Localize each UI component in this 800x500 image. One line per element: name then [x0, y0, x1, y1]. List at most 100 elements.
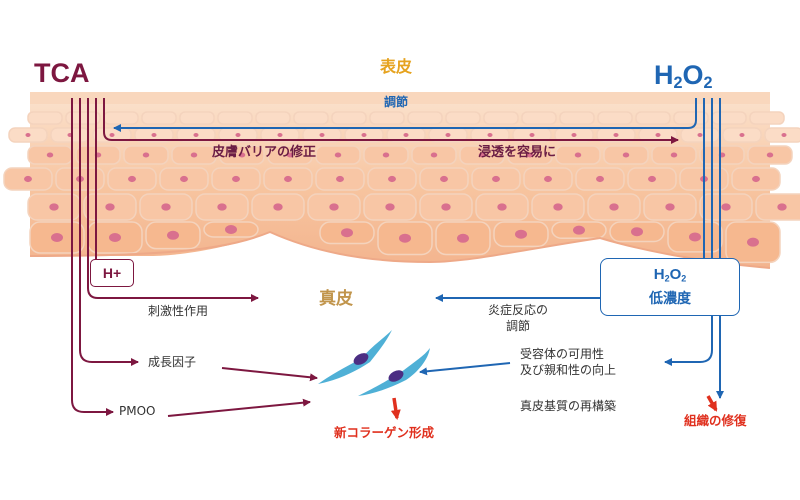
epidermis-layer [3, 92, 800, 269]
h2o2-line-1 [113, 98, 697, 132]
epidermis-cell [749, 111, 785, 125]
cell-nucleus [529, 133, 535, 137]
cell-nucleus [232, 175, 240, 183]
fibroblast-1 [318, 330, 392, 384]
cell-nucleus [553, 203, 563, 211]
cell-nucleus [655, 133, 661, 137]
cell-nucleus [319, 133, 325, 137]
cell-nucleus [238, 152, 246, 158]
fibroblast-2-nucleus [388, 370, 404, 382]
cell-nucleus [526, 152, 534, 158]
collagen-arrow [390, 397, 401, 420]
cell-nucleus [573, 225, 585, 235]
tca-to-fibroblast-arrows [167, 367, 318, 417]
h2o2-line-to-receptor [664, 314, 713, 366]
tca-label: TCA [34, 58, 90, 88]
tca-line-1 [71, 98, 114, 416]
tca-lines [71, 98, 679, 416]
receptor-label-line1: 受容体の可用性 [520, 347, 605, 361]
cell-nucleus [781, 133, 787, 137]
cell-nucleus [492, 175, 500, 183]
cell-nucleus [648, 175, 656, 183]
skin-cells [3, 111, 800, 264]
tca-line-3 [87, 98, 259, 302]
cell-nucleus [105, 203, 115, 211]
cell-nucleus [440, 175, 448, 183]
cell-nucleus [403, 133, 409, 137]
cell-nucleus [190, 152, 198, 158]
fibroblast-cells [318, 330, 430, 396]
cell-nucleus [329, 203, 339, 211]
cell-nucleus [167, 230, 179, 240]
receptor-label-line2: 及び親和性の向上 [520, 363, 617, 377]
cell-nucleus [25, 133, 31, 137]
cell-nucleus [49, 203, 59, 211]
cell-nucleus [277, 133, 283, 137]
cell-nucleus [334, 152, 342, 158]
regulation-label: 調節 [384, 95, 409, 109]
epidermis-cell [255, 111, 291, 125]
cell-nucleus [613, 133, 619, 137]
cell-nucleus [161, 203, 171, 211]
epidermis-cell [369, 111, 405, 125]
cell-nucleus [571, 133, 577, 137]
new-collagen-label: 新コラーゲン形成 [334, 425, 435, 440]
epidermis-label: 表皮 [380, 57, 413, 76]
cell-nucleus [286, 152, 294, 158]
fibroblast-2 [358, 348, 430, 396]
cell-nucleus [622, 152, 630, 158]
cell-nucleus [631, 227, 643, 237]
receptor-to-fibroblast-arrow [419, 362, 511, 376]
epidermis-cell [597, 111, 633, 125]
epidermis-cell [521, 111, 557, 125]
cell-nucleus [24, 175, 32, 183]
barrier-repair-label: 皮膚バリアの修正 [212, 145, 317, 160]
growth-factor-label: 成長因子 [148, 355, 197, 369]
epidermis-cell [65, 111, 101, 125]
cell-nucleus [777, 203, 787, 211]
cell-nucleus [739, 133, 745, 137]
cell-nucleus [609, 203, 619, 211]
cell-nucleus [487, 133, 493, 137]
h2o2-label: H2O2 [654, 60, 713, 93]
cell-nucleus [180, 175, 188, 183]
cell-nucleus [151, 133, 157, 137]
epidermis-cell [711, 111, 747, 125]
cell-nucleus [544, 175, 552, 183]
cell-nucleus [225, 225, 237, 234]
cell-nucleus [697, 133, 703, 137]
epidermis-cell [407, 111, 443, 125]
cell-nucleus [766, 152, 774, 158]
cell-nucleus [515, 229, 527, 239]
dermis-label: 真皮 [319, 289, 353, 309]
low-concentration-h2o2-box: H2O2 低濃度 [600, 258, 740, 316]
fibroblast-1-nucleus [353, 353, 369, 365]
epidermis-cell [179, 111, 215, 125]
cell-nucleus [670, 152, 678, 158]
cell-nucleus [382, 152, 390, 158]
cell-nucleus [497, 203, 507, 211]
cell-nucleus [273, 203, 283, 211]
inflammation-label-line2: 調節 [506, 319, 531, 333]
cell-nucleus [574, 152, 582, 158]
cell-nucleus [689, 232, 701, 242]
epidermis-cell [217, 111, 253, 125]
cell-nucleus [596, 175, 604, 183]
cell-nucleus [445, 133, 451, 137]
cell-nucleus [399, 233, 411, 243]
low-h2o2-formula: H2O2 [653, 266, 687, 284]
pmoo-label: PMOO [119, 404, 156, 418]
cell-nucleus [665, 203, 675, 211]
cell-nucleus [109, 133, 115, 137]
cell-nucleus [109, 233, 121, 242]
cell-nucleus [51, 233, 63, 242]
cell-nucleus [430, 152, 438, 158]
easier-penetration-label: 浸透を容易に [478, 145, 557, 160]
cell-nucleus [478, 152, 486, 158]
cell-nucleus [747, 237, 759, 247]
cell-nucleus [361, 133, 367, 137]
epidermis-cell [445, 111, 481, 125]
low-concentration-label: 低濃度 [649, 291, 691, 307]
cell-nucleus [217, 203, 227, 211]
